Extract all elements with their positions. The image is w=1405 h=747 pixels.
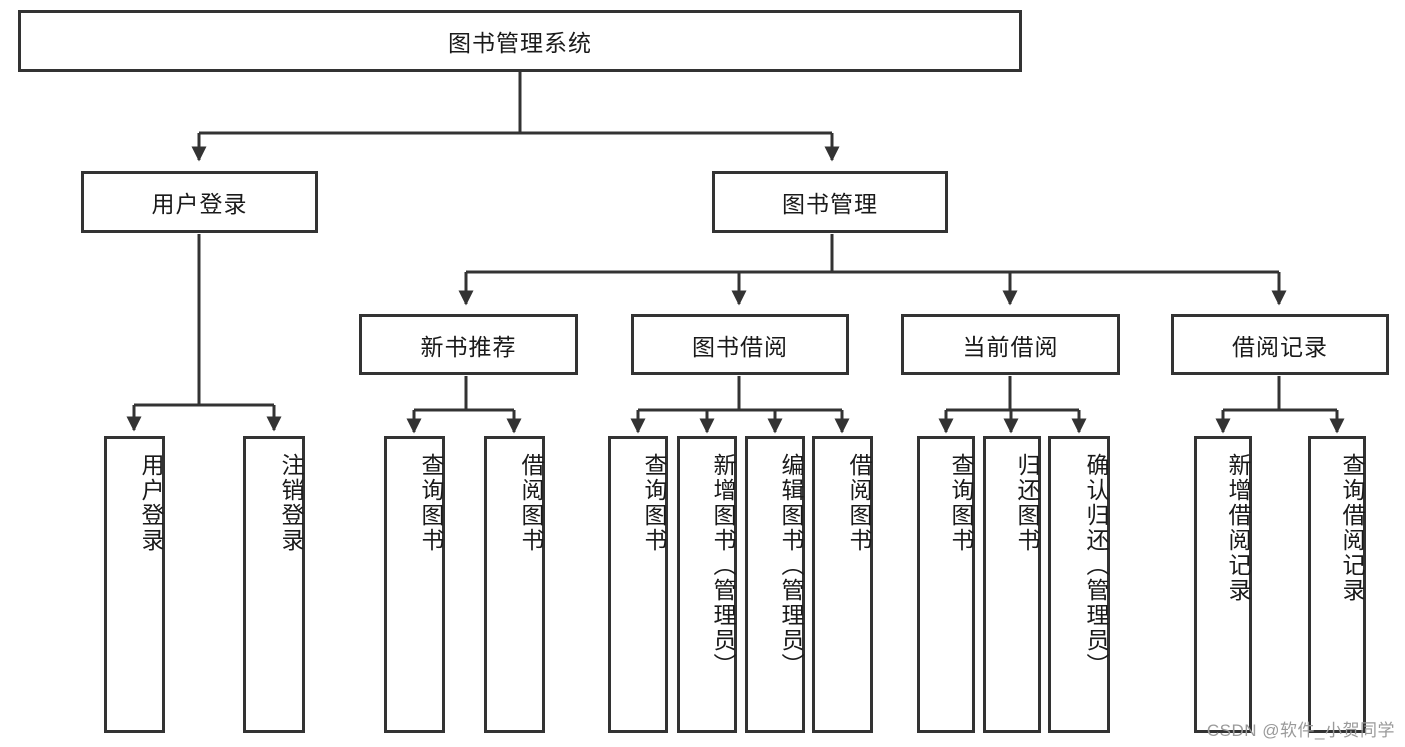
- leaf-borrow-edit-book-admin[interactable]: 编辑图书（管理员）: [745, 436, 805, 733]
- node-label: 图书管理系统: [448, 30, 592, 56]
- node-label: 新增图书（管理员）: [710, 453, 736, 678]
- leaf-borrow-add-book-admin[interactable]: 新增图书（管理员）: [677, 436, 737, 733]
- node-label: 归还图书: [1014, 453, 1040, 553]
- node-label: 当前借阅: [962, 333, 1059, 360]
- watermark: CSDN @软件_小贺同学: [1206, 721, 1395, 740]
- node-label: 编辑图书（管理员）: [778, 453, 804, 678]
- node-label: 图书借阅: [692, 333, 788, 360]
- leaf-recommend-borrow-book[interactable]: 借阅图书: [484, 436, 545, 733]
- leaf-user-login-signout[interactable]: 注销登录: [243, 436, 305, 733]
- node-label: 查询图书: [418, 453, 444, 553]
- node-label: 借阅图书: [518, 453, 544, 553]
- node-label: 借阅图书: [846, 453, 872, 553]
- node-root-system[interactable]: 图书管理系统: [18, 10, 1022, 72]
- node-label: 新增借阅记录: [1225, 453, 1251, 603]
- node-user-login[interactable]: 用户登录: [81, 171, 318, 233]
- node-label: 新书推荐: [420, 333, 517, 360]
- node-label: 注销登录: [278, 453, 304, 553]
- leaf-current-query-book[interactable]: 查询图书: [917, 436, 975, 733]
- node-label: 图书管理: [782, 191, 878, 217]
- node-current-borrow[interactable]: 当前借阅: [901, 314, 1120, 375]
- leaf-recommend-query-book[interactable]: 查询图书: [384, 436, 445, 733]
- leaf-record-query-record[interactable]: 查询借阅记录: [1308, 436, 1366, 733]
- node-borrow-record[interactable]: 借阅记录: [1171, 314, 1389, 375]
- leaf-user-login-signin[interactable]: 用户登录: [104, 436, 165, 733]
- node-label: 用户登录: [151, 191, 248, 217]
- node-book-borrow[interactable]: 图书借阅: [631, 314, 849, 375]
- leaf-borrow-query-book[interactable]: 查询图书: [608, 436, 668, 733]
- node-label: 查询借阅记录: [1339, 453, 1365, 603]
- node-label: 确认归还（管理员）: [1083, 453, 1109, 678]
- leaf-record-add-record[interactable]: 新增借阅记录: [1194, 436, 1252, 733]
- node-label: 查询图书: [641, 453, 667, 553]
- node-new-book-recommend[interactable]: 新书推荐: [359, 314, 578, 375]
- node-label: 查询图书: [948, 453, 974, 553]
- node-label: 用户登录: [138, 453, 164, 553]
- node-book-management[interactable]: 图书管理: [712, 171, 948, 233]
- leaf-borrow-borrow-book[interactable]: 借阅图书: [812, 436, 873, 733]
- node-label: 借阅记录: [1232, 333, 1328, 360]
- leaf-current-return-book[interactable]: 归还图书: [983, 436, 1041, 733]
- leaf-current-confirm-return-admin[interactable]: 确认归还（管理员）: [1048, 436, 1110, 733]
